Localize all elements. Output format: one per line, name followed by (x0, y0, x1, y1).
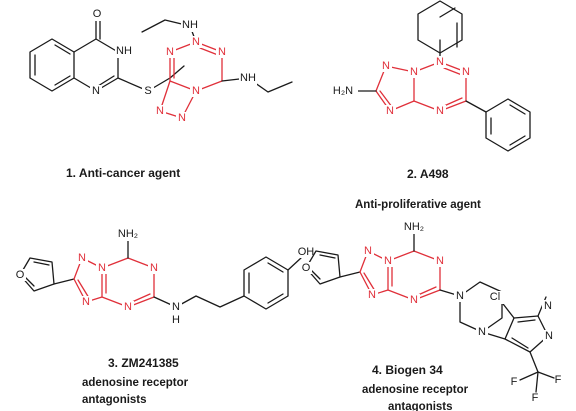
atom-label: N (172, 301, 180, 313)
atom-label: N (545, 330, 553, 342)
structure-compound-4: NH₂ O N N Cl N N F F F N N N N N 4. Biog… (300, 220, 562, 411)
compound-caption: 3. ZM241385 (108, 356, 179, 370)
atom-label: H (172, 314, 180, 326)
atom-label: N (436, 56, 444, 68)
atom-label: F (511, 376, 518, 388)
atom-label: N (156, 105, 164, 117)
compound-caption: 1. Anti-cancer agent (66, 166, 180, 180)
atom-label: OH (298, 246, 315, 258)
atom-label: N (386, 105, 394, 117)
atom-label: S (144, 85, 151, 97)
atom-label: N (178, 112, 186, 124)
atom-label: N (218, 46, 226, 58)
atom-label: O (16, 269, 25, 281)
atom-label: N (410, 294, 418, 306)
atom-label: NH (182, 19, 198, 31)
atom-label: N (364, 245, 372, 257)
atom-label: F (532, 392, 539, 404)
atom-label: N (410, 66, 418, 78)
atom-label: N (78, 252, 86, 264)
atom-label: N (384, 255, 392, 267)
atom-label: N (382, 60, 390, 72)
structure-compound-2: H₂N N N N N N N 2. A498 Anti-proliferati… (330, 0, 531, 211)
compound-description-line-1: adenosine receptor (82, 377, 189, 389)
atom-label: N (544, 300, 552, 312)
atom-label: NH (240, 72, 256, 84)
compound-caption: 4. Biogen 34 (372, 363, 443, 377)
atom-label: N (478, 326, 486, 338)
atom-label: N (92, 85, 100, 97)
atom-label: O (302, 262, 311, 274)
atom-label: N (98, 262, 106, 274)
atom-label: F (555, 374, 562, 386)
atom-label: Cl (490, 291, 500, 303)
compound-description: Anti-proliferative agent (355, 199, 481, 211)
atom-label: N (150, 262, 158, 274)
compound-description-line-2: antagonists (82, 394, 147, 406)
atom-label: NH (116, 45, 132, 57)
compound-description-line-1: adenosine receptor (362, 384, 469, 396)
atom-label: N (436, 255, 444, 267)
atom-label: O (93, 8, 102, 20)
structure-compound-1: O NH N S NH NH N N N N N N 1. Anti-cance… (29, 8, 293, 180)
atom-label: N (368, 289, 376, 301)
compound-description-line-2: antagonists (388, 401, 453, 411)
atom-label: N (192, 36, 200, 48)
structure-compound-3: NH₂ O N H OH N N N N N 3. ZM241385 adeno… (14, 227, 316, 406)
atom-label: N (192, 85, 200, 97)
atom-label: N (82, 296, 90, 308)
atom-label: H₂N (333, 85, 353, 97)
atom-label: N (462, 66, 470, 78)
atom-label: N (456, 290, 464, 302)
atom-label: NH₂ (404, 221, 424, 233)
atom-label: NH₂ (118, 228, 138, 240)
compound-caption: 2. A498 (407, 167, 449, 181)
atom-label: N (166, 46, 174, 58)
atom-label: N (436, 105, 444, 117)
atom-label: N (124, 301, 132, 313)
